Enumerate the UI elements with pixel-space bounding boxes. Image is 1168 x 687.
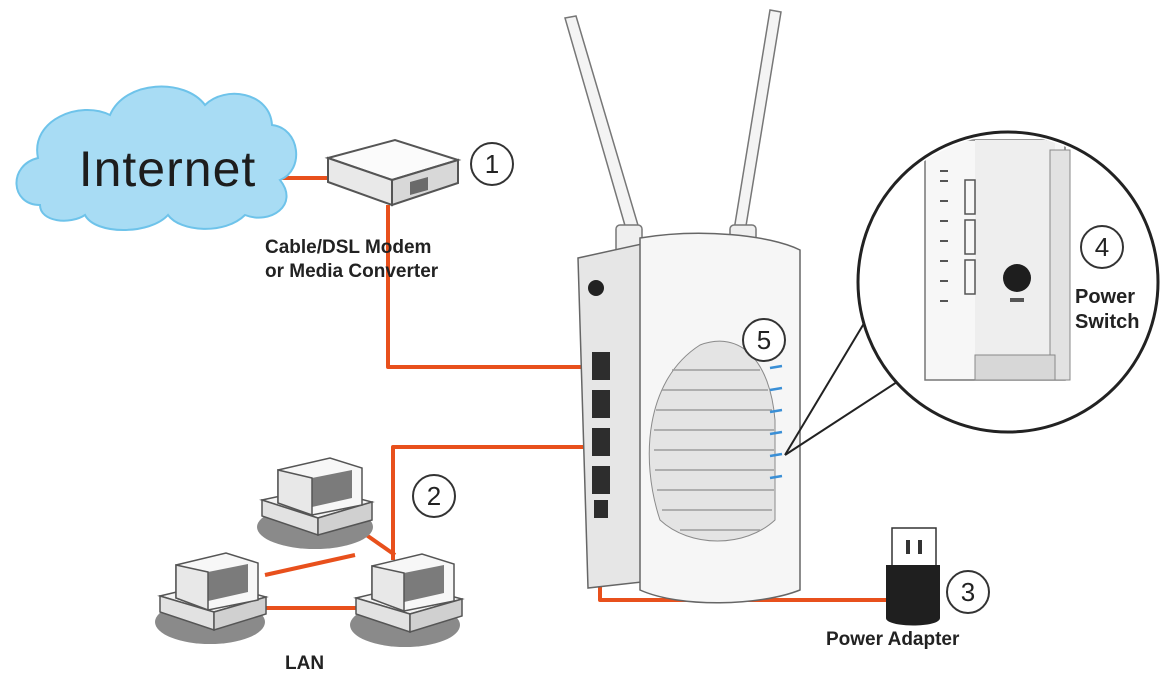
lan-computer-right (350, 553, 465, 647)
power-adapter (886, 527, 940, 626)
callout-badge-3: 3 (946, 570, 990, 614)
power-switch-label-line-2: Switch (1075, 311, 1140, 333)
lan-computer-top (257, 457, 375, 549)
status-leds (769, 364, 783, 480)
antenna-left (564, 15, 641, 237)
power-button (1003, 264, 1031, 292)
power-switch-zoom-callout (784, 130, 1160, 456)
cable-modem-to-router-wan (386, 205, 600, 369)
modem-label-line-1: Cable/DSL Modem (265, 237, 432, 258)
cloud-shape (15, 85, 298, 231)
router-device (564, 9, 801, 604)
power-switch-label-line-1: Power (1075, 286, 1136, 308)
callout-badge-1: 1 (470, 142, 514, 186)
power-adapter-label: Power Adapter (826, 629, 960, 650)
callout-badge-5: 5 (742, 318, 786, 362)
callout-badge-2: 2 (412, 474, 456, 518)
antenna-right (733, 9, 782, 233)
cable-lan-link-a (264, 553, 356, 577)
modem-label-line-2: or Media Converter (265, 261, 439, 282)
cable-router-to-lan (391, 445, 600, 560)
internet-cloud (15, 85, 298, 231)
ethernet-ports (592, 352, 610, 518)
lan-computer-left (155, 552, 269, 644)
lan-label: LAN (285, 653, 325, 674)
modem-device (324, 138, 462, 207)
internet-label: Internet (78, 141, 257, 197)
callout-badge-4: 4 (1080, 225, 1124, 269)
